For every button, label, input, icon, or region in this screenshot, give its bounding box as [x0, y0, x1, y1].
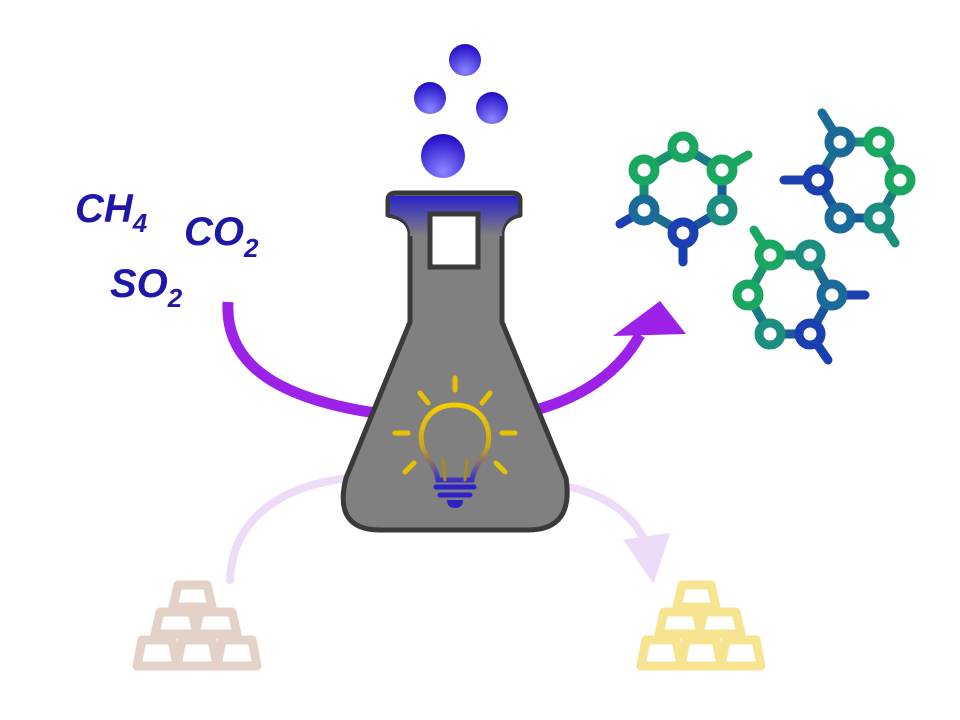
arrow-out — [526, 332, 645, 418]
arrow-out-head — [613, 301, 686, 336]
formula-so2: SO2 — [110, 262, 183, 313]
formula-co2: CO2 — [184, 210, 259, 263]
faded-arrow-right — [556, 481, 671, 584]
formula-ch4: CH4 — [75, 187, 148, 238]
reactant-formulas: CH4 CO2 SO2 — [75, 187, 259, 313]
gas-bubbles-icon — [414, 44, 508, 178]
faded-arrow-left — [226, 474, 354, 584]
erlenmeyer-flask-icon — [340, 190, 570, 533]
hexagon-molecule-icon — [615, 131, 753, 267]
raw-material-bricks-icon — [132, 580, 262, 671]
flask-neck-opening — [427, 211, 481, 270]
arrow-in — [222, 301, 391, 421]
hexagon-molecule-icon — [732, 225, 870, 365]
hexagon-molecule-icon — [779, 108, 916, 248]
light-bulb-icon — [392, 375, 518, 508]
gold-bars-icon — [636, 580, 766, 671]
